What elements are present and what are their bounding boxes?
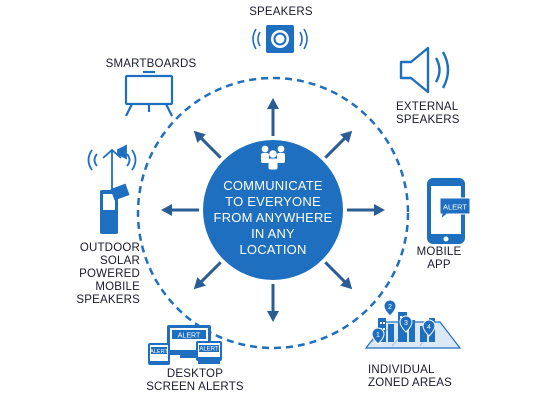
label-desktop-alerts: DESKTOP SCREEN ALERTS [130,368,260,394]
label-smartboards: SMARTBOARDS [96,58,206,71]
label-text: DESKTOP [166,368,224,380]
ceiling-speaker-icon [252,25,308,53]
zone-pin-1: 1 [371,327,385,345]
arrow-up-right [324,130,353,159]
arrow-up [267,98,279,136]
zone-pin-4: 4 [422,319,436,337]
center-message: COMMUNICATE TO EVERYONE FROM ANYWHERE IN… [212,178,334,258]
label-mobile-app: MOBILE APP [410,246,468,272]
arrow-right [347,204,385,216]
dashed-ring [136,76,410,350]
center-line: TO EVERYONE [225,194,321,209]
zone-number: 1 [376,332,380,339]
arrows-group [161,98,385,322]
zone-number: 4 [427,324,431,331]
arrow-down-right [324,261,353,290]
label-text: APP [427,259,451,271]
label-text: MOBILE [416,246,462,258]
loudspeaker-icon [399,46,450,94]
zone-number: 3 [404,320,408,327]
label-text: OUTDOOR [79,242,140,254]
desktop-alert-badge-1: ALERT [178,333,201,340]
label-text: SPEAKERS [396,114,460,126]
label-outdoor-speakers: OUTDOOR SOLAR POWERED MOBILE SPEAKERS [56,242,140,307]
arrow-left [161,204,199,216]
mobile-alert-badge: ALERT [443,203,467,212]
center-circle [203,140,343,280]
zone-pin-2: 2 [383,299,397,317]
center-line: FROM ANYWHERE [213,210,333,225]
center-line: COMMUNICATE [223,178,323,193]
zone-pin-3: 3 [399,315,413,333]
arrow-down [267,284,279,322]
label-external-speakers: EXTERNAL SPEAKERS [396,101,486,127]
label-text: SMARTBOARDS [105,58,197,70]
label-zoned-areas: INDIVIDUAL ZONED AREAS [368,364,478,390]
label-speakers: SPEAKERS [236,6,326,19]
group-of-people-icon [261,145,285,170]
zoned-buildings-map-icon: 1 2 3 4 [364,299,462,349]
label-text: ZONED AREAS [368,377,452,389]
solar-speaker-tower-icon [87,144,137,234]
desktop-alert-badge-3: ALERT [199,347,219,353]
arrow-down-left [193,261,222,290]
desktop-alert-badge-2: ALERT [150,349,168,355]
label-text: INDIVIDUAL [368,364,435,376]
label-text: POWERED [79,268,140,280]
label-text: SPEAKERS [76,294,140,306]
smartboard-icon [124,70,174,117]
smartphone-alert-icon: ALERT [427,178,471,244]
label-text: SCREEN ALERTS [146,381,244,393]
label-text: MOBILE [95,281,140,293]
desktop-screens-alert-icon: ALERT ALERT ALERT [148,325,222,365]
label-text: SOLAR [100,255,140,267]
label-text: EXTERNAL [396,101,459,113]
zone-number: 2 [388,304,392,311]
center-line: IN ANY [251,226,295,241]
arrow-up-left [193,130,222,159]
center-line: LOCATION [239,242,307,257]
label-text: SPEAKERS [249,6,313,18]
